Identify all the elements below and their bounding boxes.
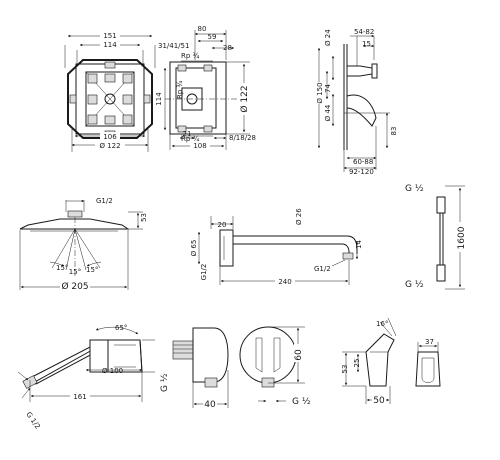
dim-1600: 1600 (457, 226, 467, 249)
outlet-g12-bottom: G ½ (292, 397, 311, 407)
angle-16: 16° (376, 320, 388, 328)
overhead-shower-view: G1/2 53 15° 15° 15° Ø 205 (19, 197, 148, 292)
dim-8-18-28: 8/18/28 (229, 134, 256, 142)
box-side-view: 80 59 31/41/51 28 Rp ¾ Rp ¾ Rp ¾ 114 Ø 1… (155, 25, 256, 150)
hose-g12-top: G ½ (405, 184, 424, 194)
dim-21: 21 (183, 130, 192, 138)
shower-hose-view: G ½ G ½ 1600 (405, 184, 467, 290)
overhead-g12: G1/2 (96, 197, 113, 205)
arm-g12-bottom: G1/2 (314, 265, 331, 273)
dim-80: 80 (198, 25, 207, 33)
rp-label-mid: Rp ¾ (176, 80, 184, 99)
outlet-g12-left: G ½ (160, 373, 170, 392)
dim-d44: Ø 44 (324, 104, 332, 121)
angle-15a: 15° (56, 264, 68, 272)
mixer-trim-view: 54-82 15 Ø 24 Ø 150 74 Ø 44 83 60-88 92-… (314, 28, 398, 176)
dim-108: 108 (193, 142, 206, 150)
dim-161: 161 (73, 393, 86, 401)
wall-holder-view: 16° 50 53 25 37 (341, 317, 441, 406)
dim-d26: Ø 26 (295, 208, 303, 225)
angle-15b: 15° (69, 268, 81, 276)
dim-15: 15 (362, 40, 371, 48)
dim-106: 106 (103, 133, 117, 141)
hose-g12-bottom: G ½ (405, 280, 424, 290)
dim-20: 20 (218, 221, 227, 229)
arm-g12-left: G1/2 (200, 264, 208, 281)
box-front-view: 151 114 106 Ø 122 (64, 31, 156, 152)
angle-15c: 15° (86, 266, 98, 274)
hand-shower-view: 65° Ø 100 161 G 1/2 (17, 324, 155, 431)
shower-arm-view: 20 Ø 26 Ø 65 G1/2 14 G1/2 240 (190, 208, 363, 286)
dim-37: 37 (425, 338, 434, 346)
dim-53-overhead: 53 (140, 213, 148, 222)
dim-d24: Ø 24 (324, 29, 332, 46)
rp-label-top: Rp ¾ (181, 52, 200, 60)
dim-54-82: 54-82 (354, 28, 374, 36)
dim-114: 114 (103, 41, 117, 49)
dim-151: 151 (103, 32, 116, 40)
dim-53-holder: 53 (341, 365, 349, 374)
dim-31-41-51: 31/41/51 (158, 42, 189, 50)
dim-114-vertical: 114 (155, 92, 163, 106)
dim-d122-vertical: Ø 122 (239, 85, 250, 112)
dim-60-outlet: 60 (294, 349, 304, 361)
dim-25: 25 (353, 359, 361, 368)
dim-d205: Ø 205 (61, 281, 88, 292)
dim-50: 50 (373, 396, 385, 406)
dim-60-88: 60-88 (353, 158, 373, 166)
dim-92-120: 92-120 (349, 168, 374, 176)
dim-d100: Ø 100 (102, 367, 123, 375)
wall-outlet-view: G ½ 40 60 G ½ (160, 326, 311, 410)
dim-240: 240 (278, 278, 291, 286)
dim-74: 74 (324, 84, 332, 93)
dim-59: 59 (208, 33, 217, 41)
dim-14: 14 (355, 240, 363, 249)
handshower-g12: G 1/2 (24, 411, 41, 431)
dim-83: 83 (390, 127, 398, 136)
angle-65: 65° (115, 324, 127, 332)
dim-40: 40 (204, 400, 216, 410)
dim-d150: Ø 150 (316, 82, 324, 103)
dim-d122: Ø 122 (99, 142, 120, 150)
dim-28: 28 (223, 44, 232, 52)
dim-d65: Ø 65 (190, 240, 198, 257)
